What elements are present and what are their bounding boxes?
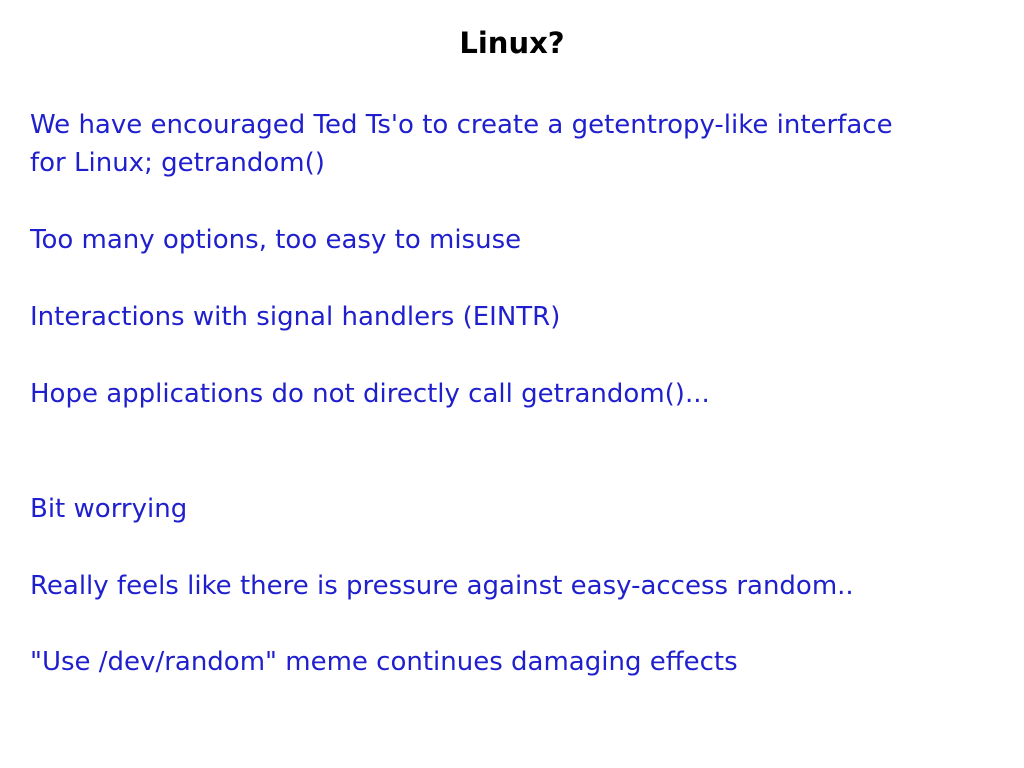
slide-text-line xyxy=(30,528,1014,566)
slide-text-line: for Linux; getrandom() xyxy=(30,148,325,179)
slide-body-text: We have encouraged Ted Ts'o to create a … xyxy=(30,106,1014,682)
slide-text-line: Interactions with signal handlers (EINTR… xyxy=(30,301,561,332)
slide-text-line xyxy=(30,260,1014,298)
slide-text-line xyxy=(30,183,1014,221)
slide-text-line xyxy=(30,452,1014,490)
slide-text-line xyxy=(30,605,1014,643)
slide-text-line: Hope applications do not directly call g… xyxy=(30,378,710,409)
slide-text-line: "Use /dev/random" meme continues damagin… xyxy=(30,647,738,678)
slide-text-line: We have encouraged Ted Ts'o to create a … xyxy=(30,110,893,140)
slide-text-line: Really feels like there is pressure agai… xyxy=(30,570,854,601)
slide-text-line: Too many options, too easy to misuse xyxy=(30,225,522,256)
slide-text-line xyxy=(30,336,1014,374)
slide-title: Linux? xyxy=(459,26,565,60)
slide-text-line xyxy=(30,413,1014,451)
slide-text-line: Bit worrying xyxy=(30,493,188,524)
